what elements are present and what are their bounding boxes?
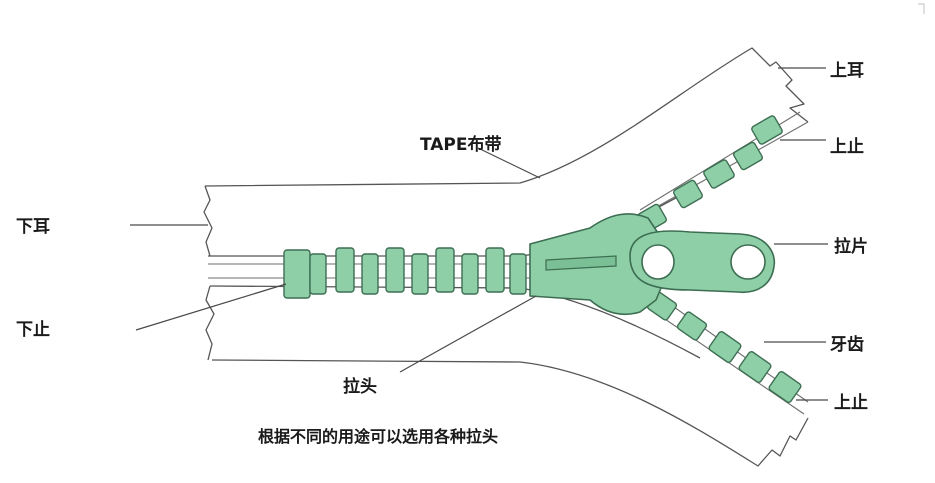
bottom-stop-block	[283, 249, 311, 299]
tooth	[461, 253, 479, 295]
tape-lower-edge	[211, 359, 809, 467]
tooth	[673, 179, 703, 209]
tooth	[385, 247, 405, 293]
labels: TAPE布带 下耳 下止 拉头 上耳 上止 拉片 牙齿 上止 根据不同的用途可以…	[16, 61, 868, 446]
leader-slider-body	[399, 295, 537, 373]
top-stop-upper-block	[751, 115, 783, 145]
tape-lower-inner-edge	[209, 285, 701, 359]
tooth	[411, 253, 429, 295]
tooth	[738, 351, 772, 383]
label-slider-body: 拉头	[343, 376, 377, 397]
label-bottom-stop: 下止	[16, 319, 50, 340]
pull-tab-hinge-hole	[641, 244, 675, 280]
label-teeth: 牙齿	[830, 334, 864, 355]
label-pull-tab: 拉片	[834, 236, 868, 257]
tooth	[309, 253, 327, 295]
leader-lines	[130, 67, 828, 401]
tooth	[335, 247, 355, 293]
leader-bottom-stop	[135, 283, 287, 331]
tooth	[733, 141, 763, 171]
label-top-ear: 上耳	[830, 61, 864, 81]
tape-lower-left-break	[205, 285, 215, 361]
tooth	[676, 311, 708, 341]
tooth	[485, 247, 505, 293]
zipper-tape	[203, 47, 809, 467]
label-tape: TAPE布带	[420, 134, 502, 155]
label-top-stop-upper: 上止	[830, 136, 864, 157]
tape-upper-edge	[204, 47, 809, 187]
tooth	[708, 331, 742, 363]
tooth	[435, 247, 455, 293]
top-stop-lower-block	[768, 371, 802, 403]
frame-corner-mark	[918, 3, 925, 14]
diagram-caption: 根据不同的用途可以选用各种拉头	[258, 427, 498, 446]
tape-upper-left-break	[203, 185, 213, 257]
label-top-stop-lower: 上止	[834, 392, 868, 413]
slider	[529, 213, 776, 316]
teeth-row-lower	[646, 291, 802, 403]
label-bottom-ear: 下耳	[16, 217, 50, 237]
slider-slot	[545, 255, 617, 271]
teeth-row-upper	[637, 115, 783, 233]
tooth	[361, 253, 379, 295]
leader-tape	[477, 147, 541, 179]
tooth	[509, 253, 527, 295]
teeth-row-straight	[283, 247, 527, 299]
pull-tab-ring-hole	[730, 244, 766, 280]
tooth	[703, 159, 735, 189]
